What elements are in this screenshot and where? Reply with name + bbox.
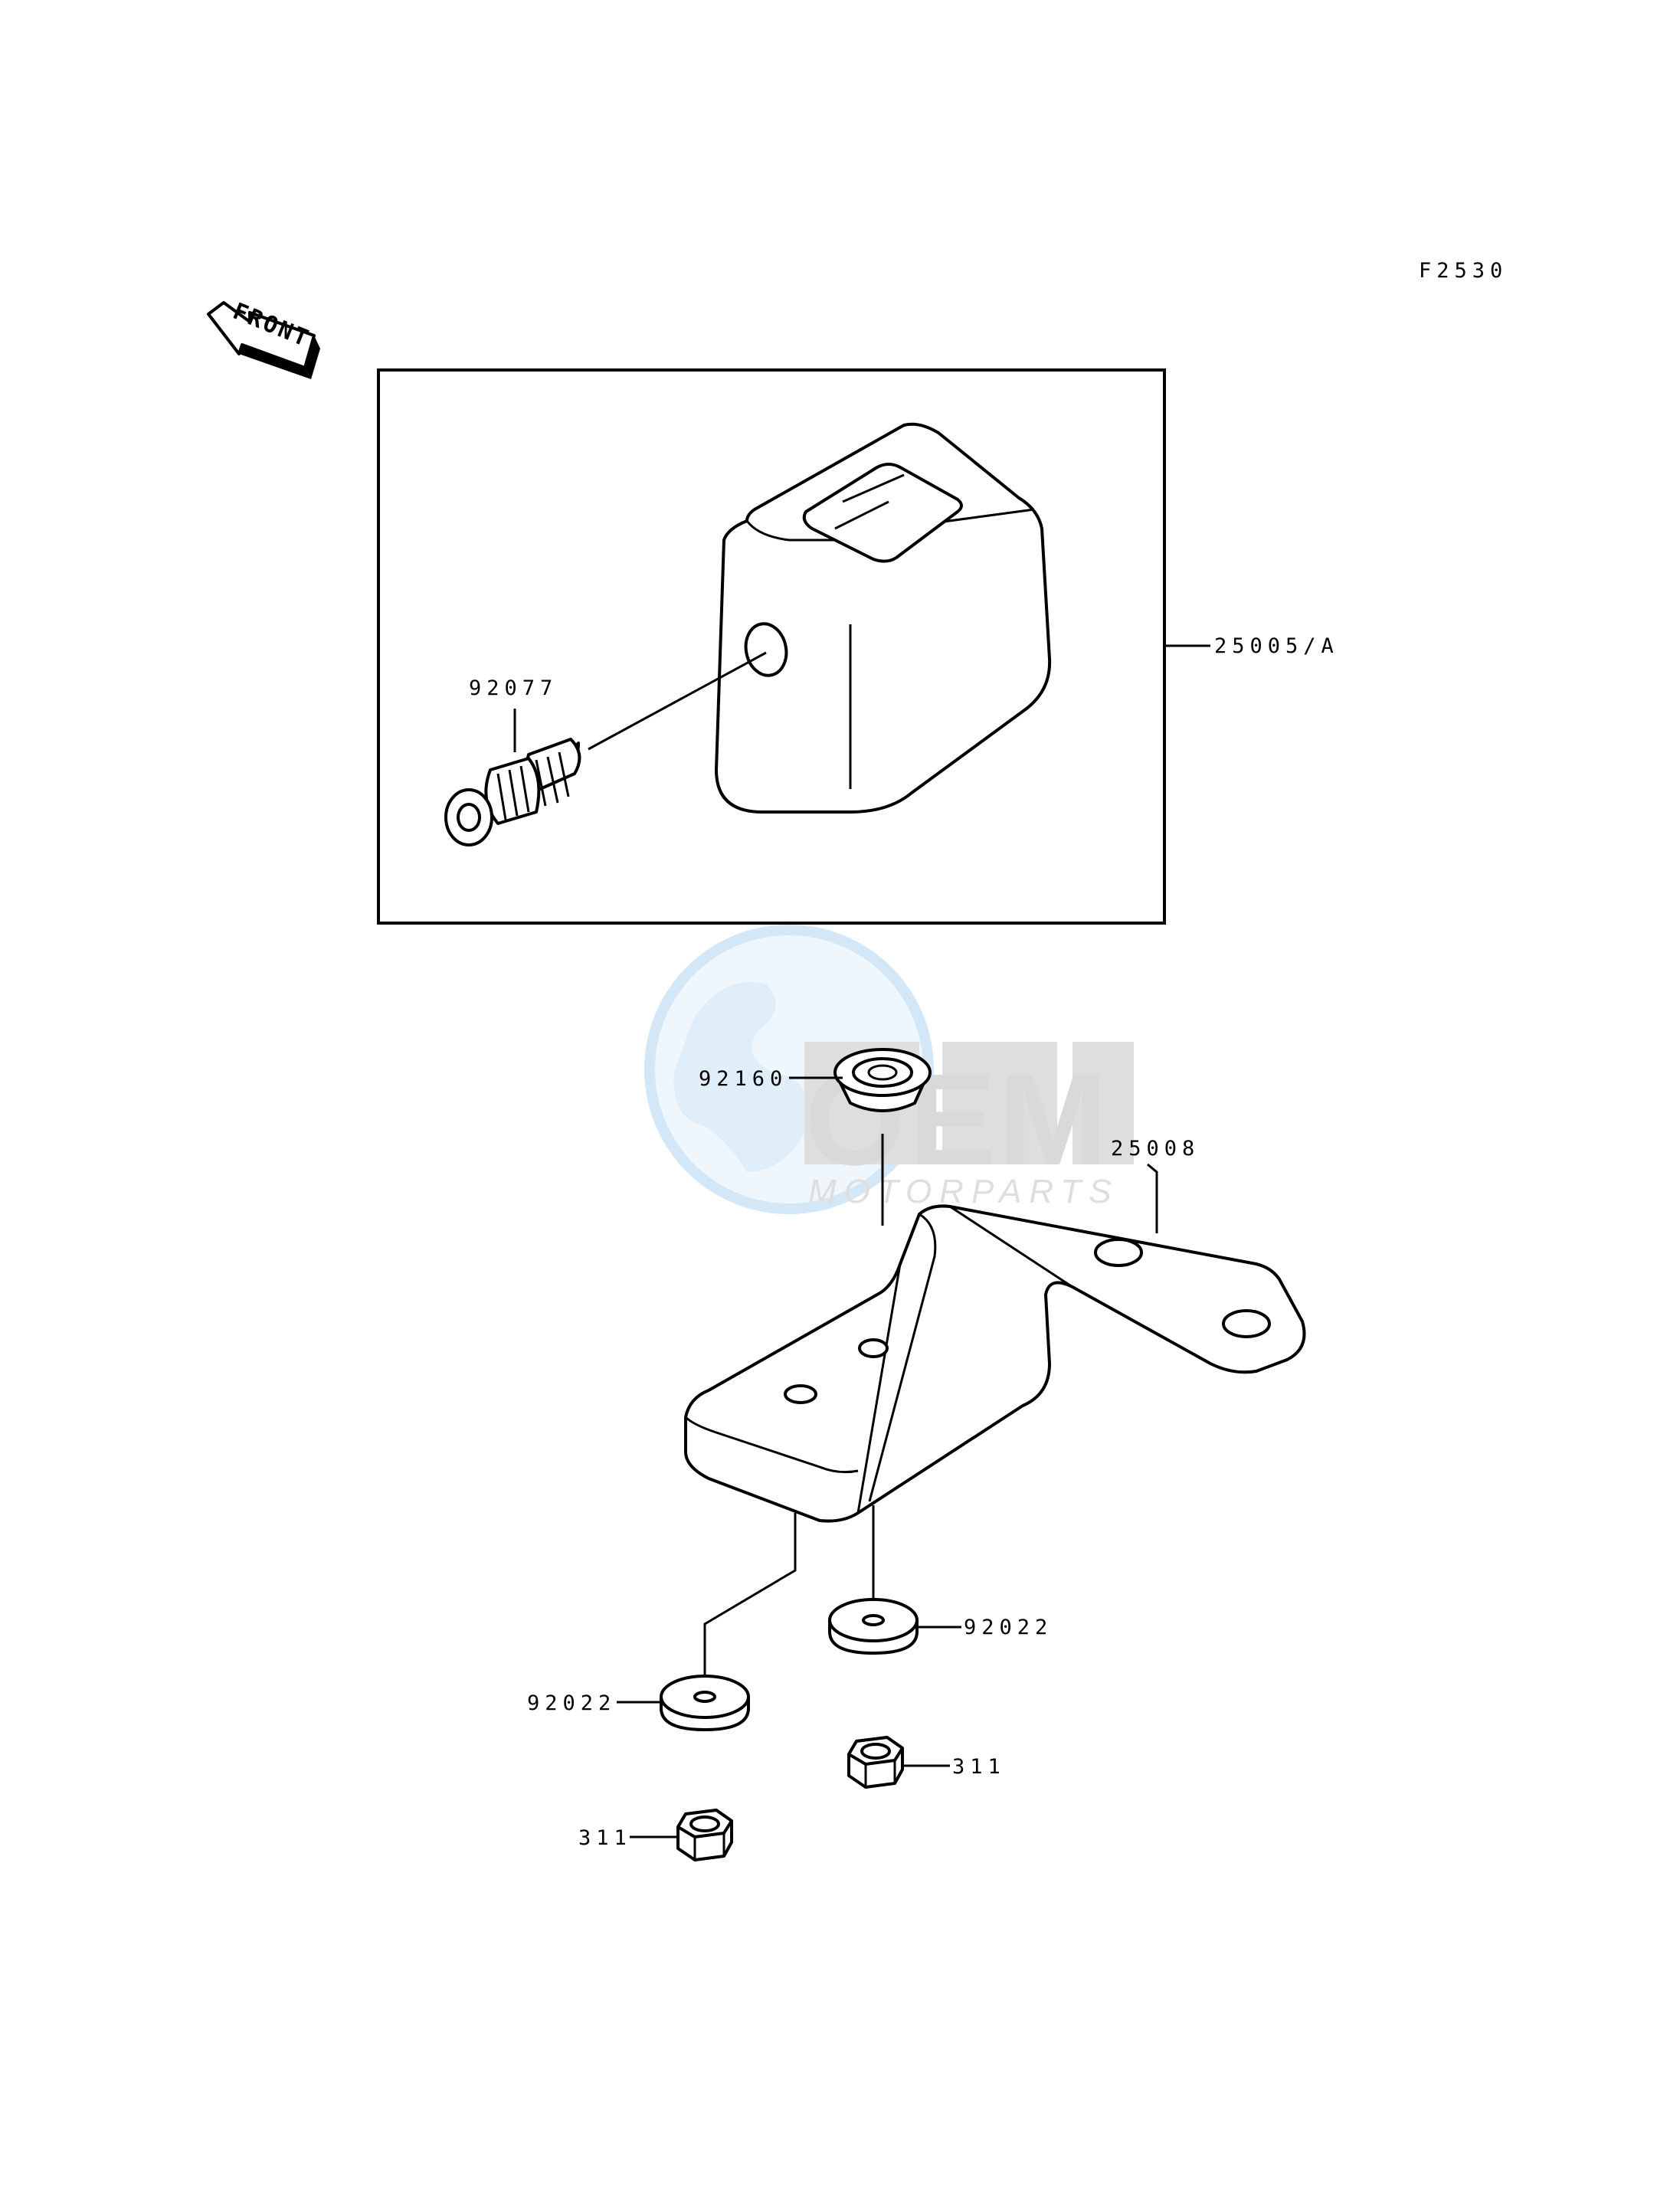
- washer-left-part: [660, 1675, 750, 1731]
- front-arrow-icon: FRONT: [207, 298, 320, 379]
- nut-right-part: [847, 1736, 904, 1789]
- bracket-part: [684, 1204, 1306, 1523]
- bracket-leader-line: [1147, 1163, 1158, 1233]
- nut-left-part-number: 311: [578, 1826, 632, 1850]
- washer-right-part: [828, 1598, 919, 1655]
- washer-left-part-number: 92022: [527, 1691, 616, 1715]
- meter-part-number: 25005/A: [1214, 634, 1339, 658]
- nut-right-part-number: 311: [952, 1755, 1006, 1779]
- gear-part-number: 92077: [469, 676, 558, 700]
- grommet-part-number: 92160: [699, 1067, 788, 1091]
- meter-body: [715, 422, 1052, 814]
- nut-left-part: [676, 1809, 733, 1861]
- bracket-part-number: 25008: [1111, 1137, 1200, 1161]
- watermark-sub-text: MOTORPARTS: [808, 1173, 1119, 1210]
- left-washer-center-line: [703, 1513, 797, 1693]
- washer-right-part-number: 92022: [964, 1616, 1053, 1639]
- grommet-part: [833, 1048, 932, 1112]
- gear-part: [444, 651, 767, 846]
- diagram-code: F2530: [1419, 259, 1508, 283]
